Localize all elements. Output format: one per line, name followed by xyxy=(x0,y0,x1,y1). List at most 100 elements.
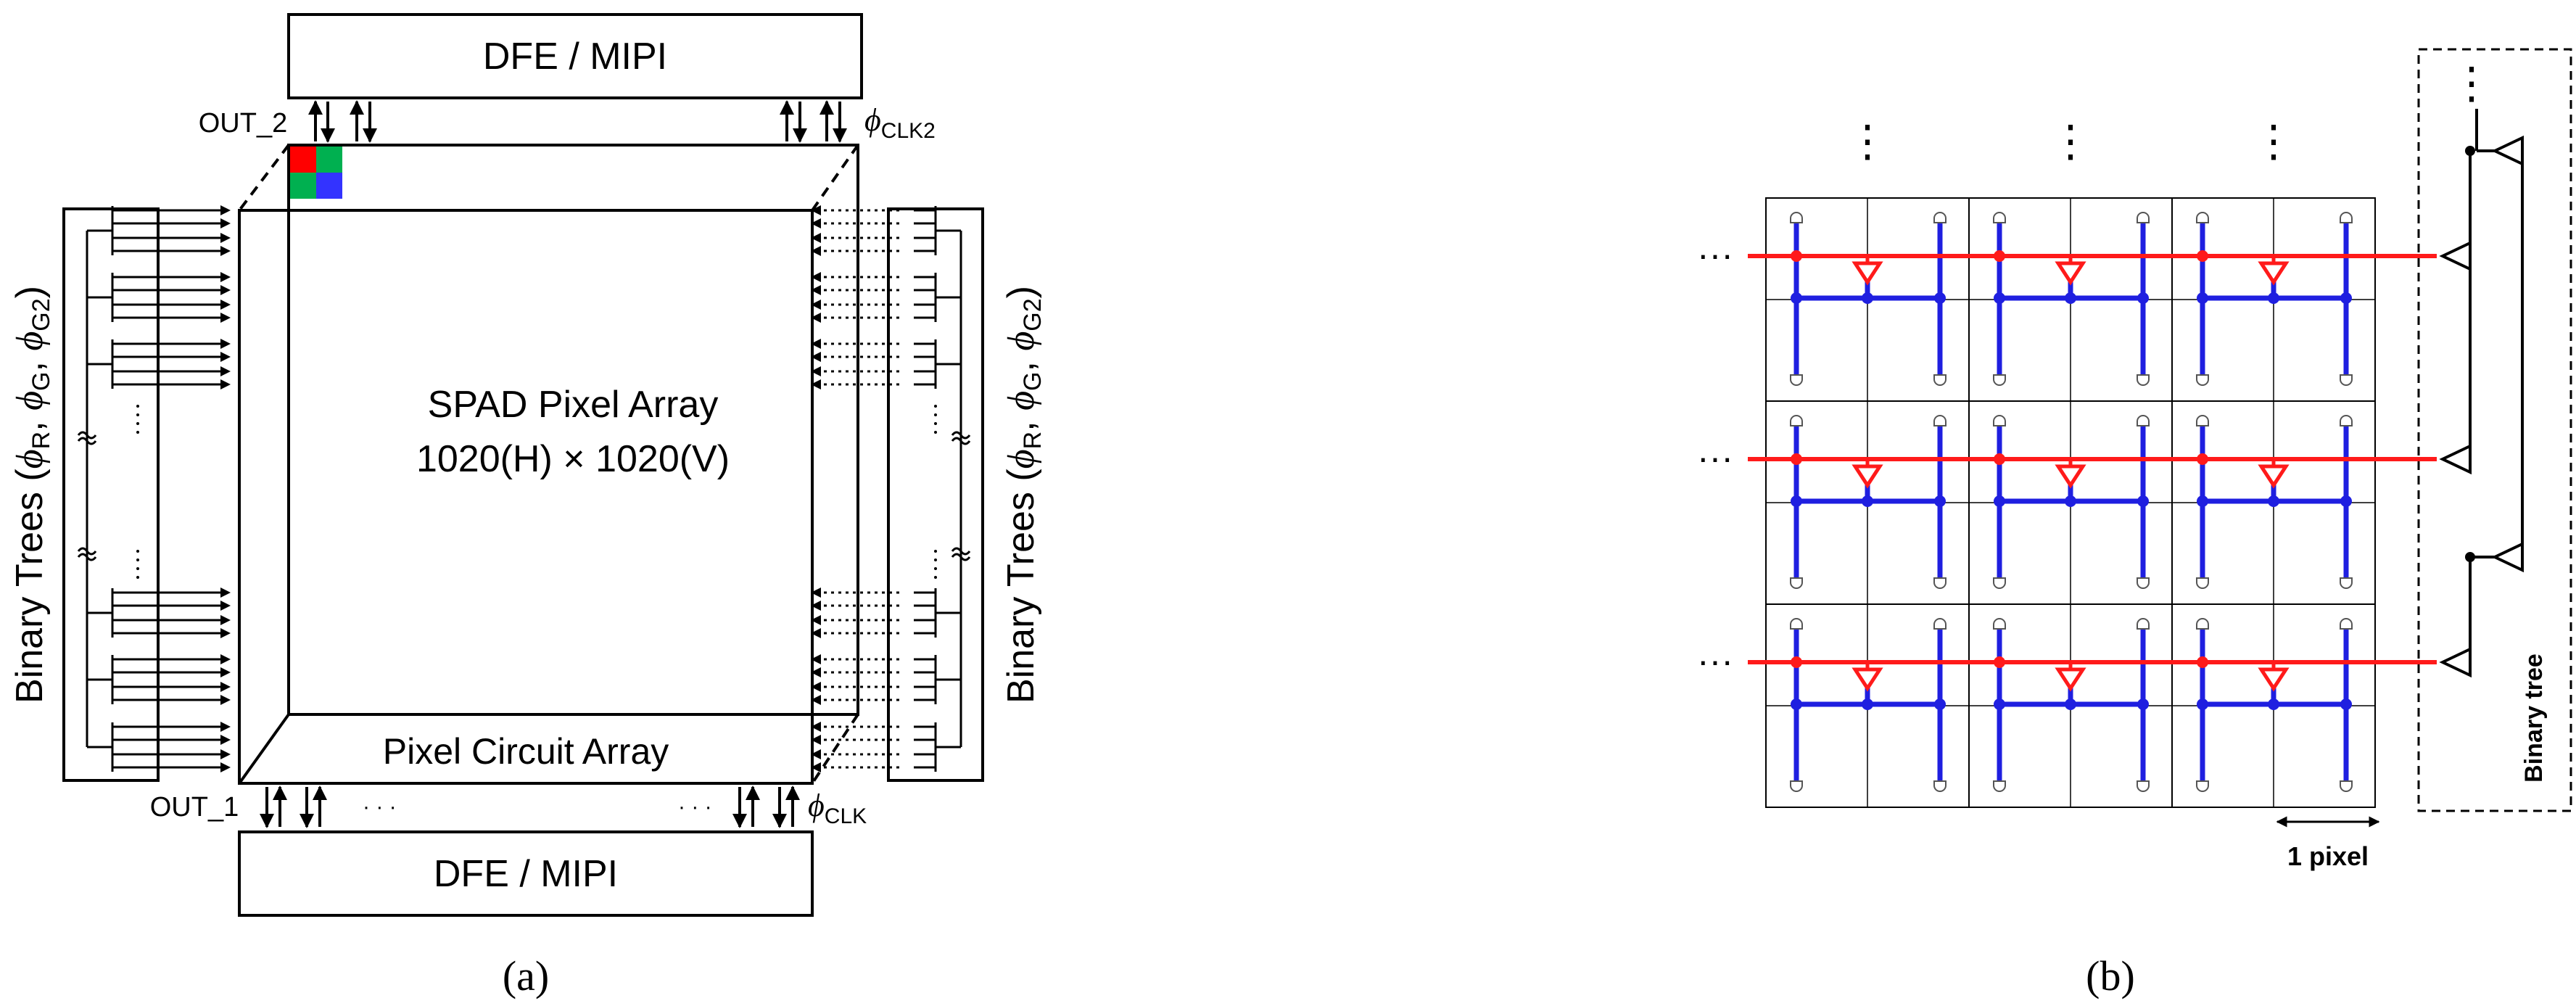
array-input-arrow xyxy=(811,352,821,362)
binary-tree-buffers xyxy=(2439,109,2524,678)
array-input-arrow xyxy=(220,313,231,323)
array-input-arrow xyxy=(811,735,821,745)
spad-icon xyxy=(2137,374,2150,386)
array-input-arrow xyxy=(811,722,821,732)
array-input-arrow xyxy=(811,313,821,323)
spad-icon xyxy=(2137,212,2150,223)
net-node xyxy=(2340,292,2352,304)
color-pixel-icon xyxy=(290,147,342,199)
bottom-ellipsis-left: · · · xyxy=(363,795,397,819)
pixel-array-box xyxy=(238,144,859,785)
array-input-arrow xyxy=(220,233,231,243)
row-ellipses: ········· xyxy=(1697,234,1733,681)
spad-icon xyxy=(2340,780,2353,792)
ellipsis-dot xyxy=(934,405,937,408)
pixel-grid xyxy=(1748,197,2437,808)
array-input-arrow xyxy=(811,300,821,310)
array-input-arrow xyxy=(220,628,231,638)
array-input-arrow xyxy=(811,285,821,295)
spad-icon xyxy=(1993,415,2006,426)
net-node xyxy=(1994,292,2005,304)
spad-icon xyxy=(2196,577,2209,589)
right-tree-drawing xyxy=(914,206,971,772)
spad-icon xyxy=(2137,780,2150,792)
array-input-arrow xyxy=(811,628,821,638)
ellipsis-dot xyxy=(934,567,937,570)
tree-buffer-icon xyxy=(2439,240,2472,272)
net-node xyxy=(2065,495,2076,507)
out-2-label: OUT_2 xyxy=(199,108,287,139)
break-mark xyxy=(951,437,971,445)
array-input-arrow xyxy=(811,587,821,598)
array-input-arrow xyxy=(811,749,821,759)
ellipsis-dot xyxy=(136,413,139,416)
caption-b: (b) xyxy=(2086,952,2135,999)
spad-icon xyxy=(1933,212,1947,223)
net-node xyxy=(1934,292,1946,304)
tree-buffer-icon xyxy=(2439,443,2472,475)
array-input-arrow xyxy=(220,272,231,282)
array-input-arrow xyxy=(220,352,231,362)
break-mark xyxy=(951,431,971,440)
net-node xyxy=(1934,698,1946,710)
array-input-arrow xyxy=(220,205,231,215)
net-node xyxy=(1934,495,1946,507)
array-title: SPAD Pixel Array xyxy=(428,384,719,426)
array-input-arrow xyxy=(220,749,231,759)
dfe-mipi-top-label: DFE / MIPI xyxy=(483,36,667,78)
ellipsis-dot xyxy=(934,558,937,561)
net-node xyxy=(1862,495,1873,507)
array-input-arrow xyxy=(811,272,821,282)
net-node xyxy=(2065,698,2076,710)
binary-tree-label: Binary tree xyxy=(2520,654,2548,783)
column-ellipsis: ⋮ xyxy=(2252,117,2295,165)
net-node xyxy=(2137,292,2149,304)
net-node xyxy=(2197,292,2208,304)
spad-icon xyxy=(1790,618,1803,630)
top-io-arrows xyxy=(308,100,847,143)
binary-tree-region xyxy=(2417,48,2572,812)
array-input-arrow xyxy=(220,246,231,256)
spad-icon xyxy=(1933,374,1947,386)
array-input-arrow xyxy=(220,300,231,310)
break-mark xyxy=(77,547,97,556)
array-input-arrow xyxy=(811,601,821,611)
spad-icon xyxy=(2340,415,2353,426)
net-node xyxy=(2268,292,2279,304)
net-node xyxy=(1862,292,1873,304)
net-node xyxy=(2197,698,2208,710)
array-input-arrow xyxy=(811,205,821,215)
clk-label: ϕCLK xyxy=(808,788,867,828)
spad-icon xyxy=(1933,618,1947,630)
array-input-arrow xyxy=(811,682,821,692)
ellipsis-dot xyxy=(934,422,937,425)
array-input-arrow xyxy=(811,379,821,389)
array-input-arrow xyxy=(220,695,231,705)
clk2-label: ϕCLK2 xyxy=(864,102,936,143)
bottom-ellipsis-right: · · · xyxy=(678,795,712,819)
spad-icon xyxy=(1993,374,2006,386)
tree-buffer-icon xyxy=(2491,541,2524,573)
caption-a: (a) xyxy=(503,952,549,999)
spad-icon xyxy=(2137,618,2150,630)
spad-icon xyxy=(1790,212,1803,223)
array-input-arrow xyxy=(220,366,231,376)
array-input-arrow xyxy=(220,654,231,664)
spad-icon xyxy=(1790,415,1803,426)
array-input-arrow xyxy=(220,587,231,598)
spad-icon xyxy=(2196,374,2209,386)
dfe-mipi-top-block xyxy=(287,13,863,99)
spad-icon xyxy=(1933,577,1947,589)
spad-icon xyxy=(1790,577,1803,589)
net-node xyxy=(1791,292,1802,304)
spad-icon xyxy=(2340,374,2353,386)
net-node xyxy=(1862,698,1873,710)
net-node xyxy=(1994,698,2005,710)
array-input-arrow xyxy=(811,218,821,228)
break-mark xyxy=(77,431,97,440)
dfe-mipi-bottom-label: DFE / MIPI xyxy=(434,853,618,895)
net-node xyxy=(1994,495,2005,507)
right-tree-arrows xyxy=(811,205,899,772)
spad-icon xyxy=(1993,577,2006,589)
net-node xyxy=(1791,698,1802,710)
